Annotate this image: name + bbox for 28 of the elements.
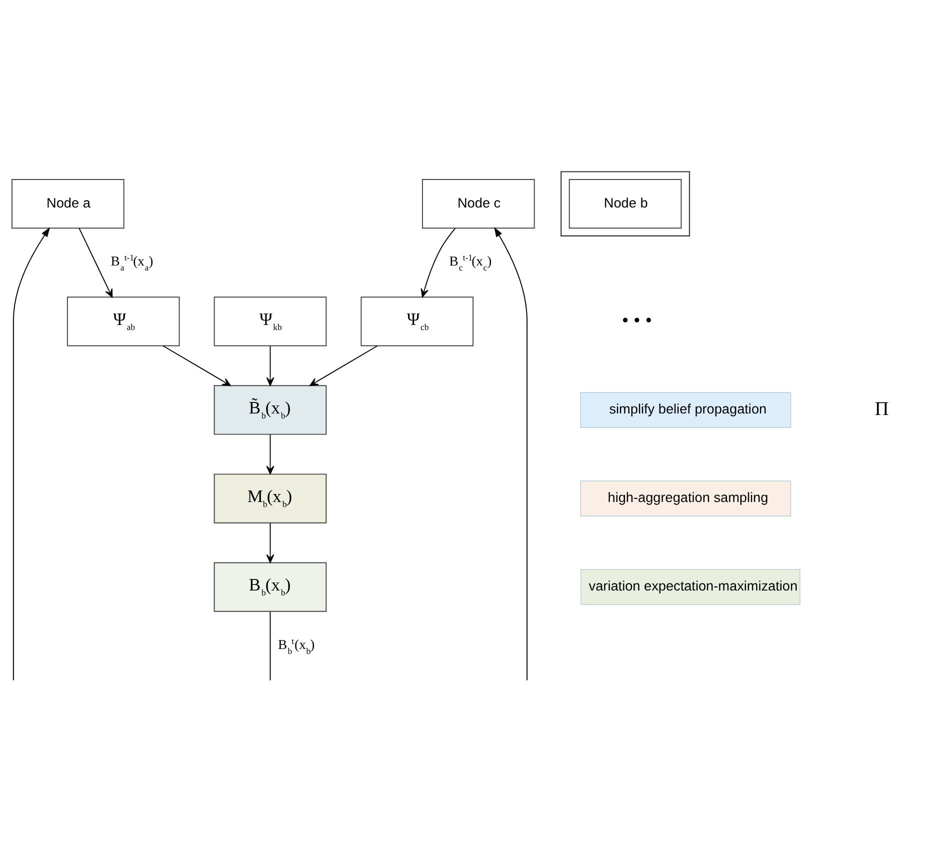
node-box: Ψ$_{ab}$ — [66, 296, 180, 346]
node-box: B̃$_{b}$(x$_{b}$) — [214, 385, 327, 435]
edge-label: B$_{b}$$^{t}$(x$_{b}$) — [278, 636, 315, 656]
arrow — [494, 227, 528, 681]
node-box: Ψ$_{cb}$ — [360, 296, 474, 346]
edge-label: B$_{c}$$^{t-1}$(x$_{c}$) — [449, 252, 492, 273]
node-box: high-aggregation sampling — [580, 480, 792, 516]
arrow — [310, 345, 378, 386]
node-box: Ψ$_{kb}$ — [214, 296, 327, 346]
node-box: Node b — [568, 178, 682, 229]
node-box: variation expectation-maximization — [580, 569, 800, 606]
node-box: M$_{b}$(x$_{b}$) — [214, 474, 327, 524]
node-box: B$_{b}$(x$_{b}$) — [214, 562, 327, 612]
arrow — [12, 227, 50, 681]
arrow — [78, 228, 113, 298]
node-box: Node c — [422, 178, 535, 229]
arrow — [266, 522, 274, 563]
arrow — [162, 345, 231, 386]
arrow — [420, 228, 456, 298]
label: Π — [874, 398, 889, 420]
cluster — [560, 171, 690, 236]
arrow — [266, 346, 274, 386]
edge-label: B$_{a}$$^{t-1}$(x$_{a}$) — [110, 252, 154, 273]
label: • • • — [622, 310, 652, 332]
node-box: simplify belief propagation — [580, 392, 792, 428]
arrow — [266, 434, 274, 474]
node-box: Node a — [12, 178, 124, 229]
connector — [270, 611, 271, 681]
